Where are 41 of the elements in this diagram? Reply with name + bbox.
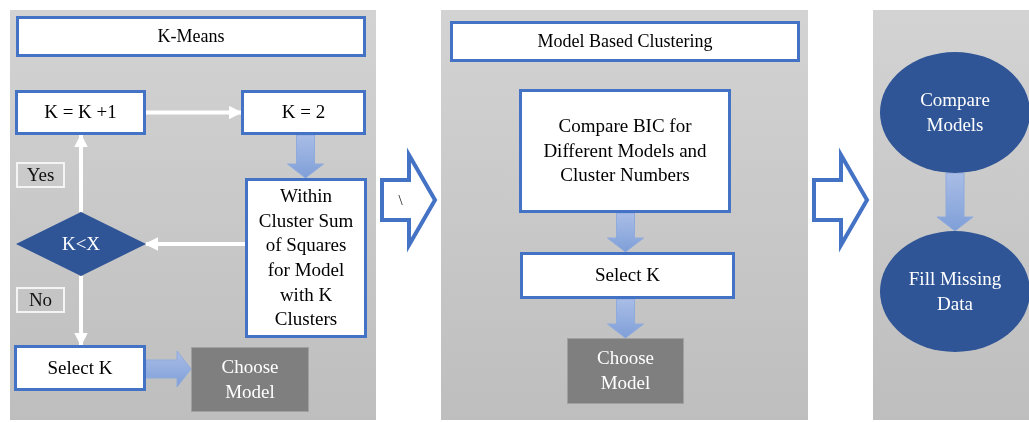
- edge-label: Yes: [16, 162, 65, 188]
- process-box: [520, 252, 735, 299]
- panel-background: [441, 10, 808, 420]
- hollow-block-arrow: [812, 147, 870, 253]
- process-box: [519, 89, 731, 213]
- node-text: Compare BIC for Different Models and Cluster Numbers: [542, 113, 708, 188]
- block-arrow: [607, 298, 644, 339]
- hollow-block-arrow: [380, 147, 438, 253]
- result-box: [191, 347, 309, 412]
- node-text: Choose Model: [220, 354, 280, 404]
- node-text: Model Based Clustering: [536, 29, 714, 53]
- node-text: Within Cluster Sum of Squares for Model with K Clusters: [257, 183, 355, 332]
- title-box: [450, 21, 800, 62]
- process-box: [15, 90, 146, 135]
- arrow: [74, 276, 88, 347]
- arrow: [146, 105, 243, 120]
- node-text: Select K: [46, 355, 114, 380]
- arrow: [74, 133, 88, 212]
- title-box: [16, 16, 366, 57]
- node-text: K<X: [60, 231, 102, 256]
- result-box: [567, 338, 684, 404]
- node-text: K = K +1: [43, 100, 118, 125]
- node-text: K = 2: [280, 100, 327, 125]
- process-box: [241, 90, 366, 135]
- node-text: Fill Missing Data: [907, 266, 1003, 316]
- process-box: [14, 345, 146, 391]
- edge-label: No: [16, 287, 65, 313]
- node-text: Choose Model: [596, 346, 655, 395]
- process-box: [245, 178, 367, 338]
- decision-diamond: [16, 212, 146, 276]
- node-text: Select K: [594, 263, 661, 288]
- panel-background: [10, 10, 376, 420]
- block-arrow: [145, 350, 192, 388]
- block-arrow: [607, 212, 644, 253]
- node-text: Compare Models: [919, 87, 991, 137]
- node-text: K-Means: [156, 24, 226, 48]
- block-arrow: [936, 172, 974, 232]
- block-arrow: [287, 134, 324, 179]
- arrow: [144, 237, 245, 251]
- edge-label: \: [398, 191, 403, 209]
- panel-background: [873, 10, 1029, 420]
